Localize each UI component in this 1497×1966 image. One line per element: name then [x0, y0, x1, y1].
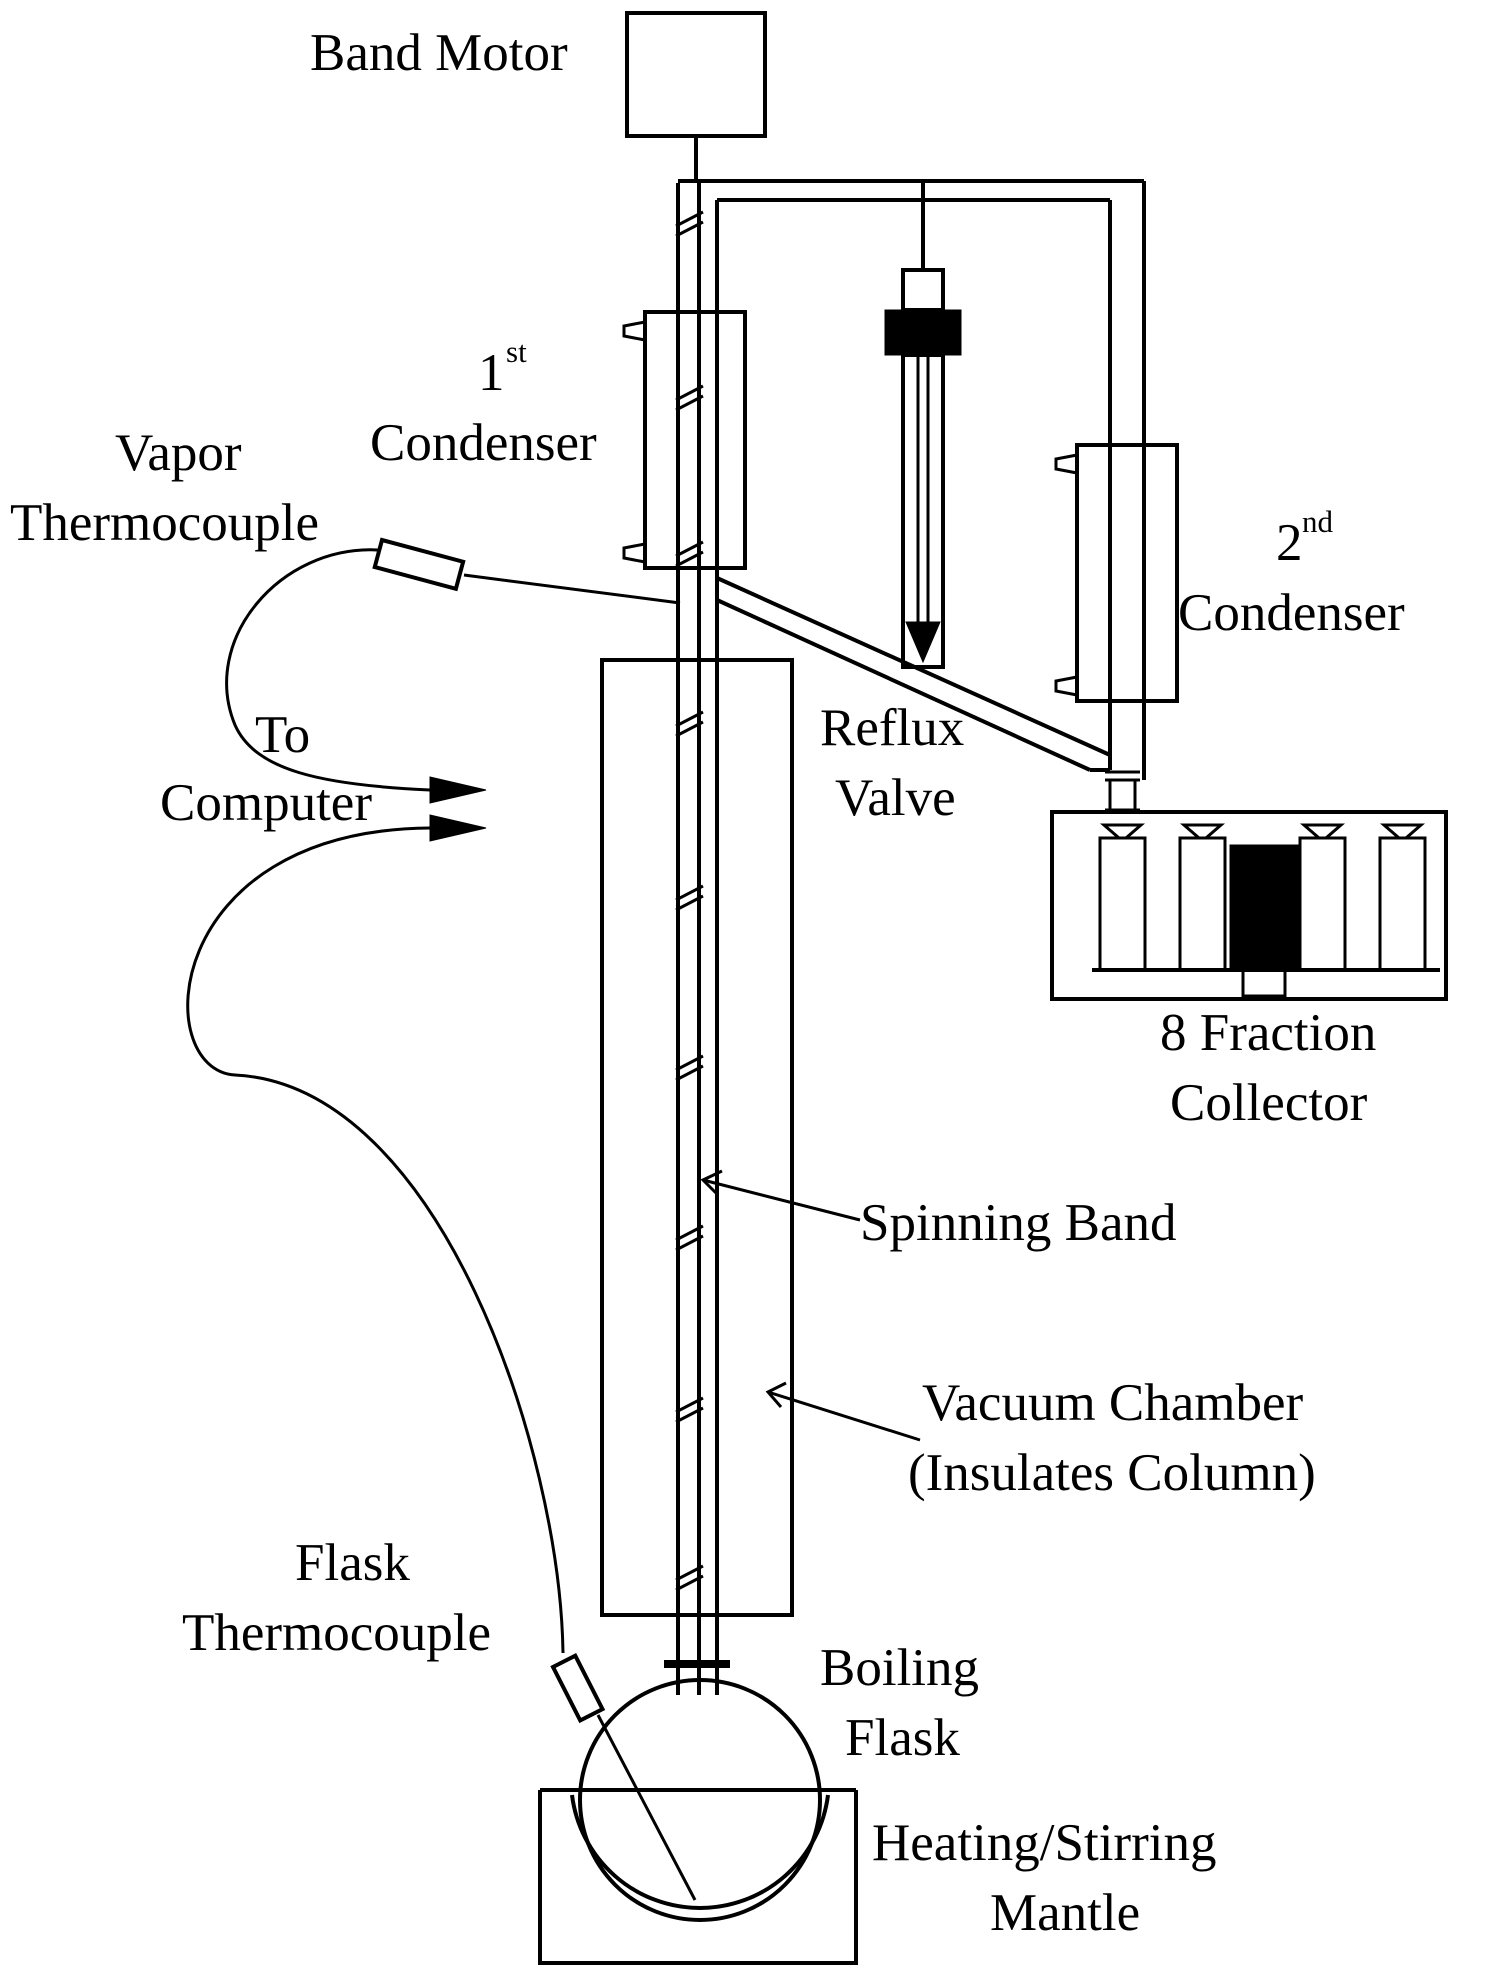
band-motor	[625, 11, 767, 183]
condenser2-superscript: nd	[1302, 504, 1334, 539]
vacuum-chamber-label-2: (Insulates Column)	[908, 1444, 1316, 1502]
condenser1-number: 1	[478, 344, 505, 402]
vacuum-chamber	[600, 658, 794, 1617]
first-condenser	[622, 310, 747, 570]
vacuum-chamber-label-1: Vacuum Chamber	[922, 1374, 1304, 1432]
to-computer-label-1: To	[255, 706, 310, 764]
spinning-band	[675, 210, 704, 1592]
boiling-flask	[578, 1660, 822, 1922]
condenser1-superscript: st	[506, 334, 527, 369]
reflux-valve-label-1: Reflux	[820, 699, 964, 757]
condenser2-label: Condenser	[1178, 584, 1405, 642]
spinning-band-label: Spinning Band	[860, 1194, 1177, 1252]
flask-thermocouple-label-2: Thermocouple	[182, 1604, 491, 1662]
band-motor-label: Band Motor	[310, 24, 568, 82]
second-condenser	[1054, 443, 1179, 703]
heating-mantle-label-2: Mantle	[990, 1884, 1140, 1942]
distillation-column	[676, 179, 1146, 1695]
fraction-collector-label-2: Collector	[1170, 1074, 1368, 1132]
spinning-band-arrow	[700, 1169, 861, 1222]
reflux-valve-label-2: Valve	[835, 769, 956, 827]
fraction-collector-label-1: 8 Fraction	[1160, 1004, 1376, 1062]
heating-mantle-label-1: Heating/Stirring	[872, 1814, 1216, 1872]
condenser1-label: Condenser	[370, 414, 597, 472]
boiling-flask-label-1: Boiling	[820, 1639, 979, 1697]
fraction-collector	[1050, 770, 1448, 1001]
condenser2-number: 2	[1276, 514, 1303, 572]
vapor-thermocouple	[225, 537, 681, 804]
vapor-thermocouple-label-1: Vapor	[115, 424, 242, 482]
side-arm	[716, 576, 1112, 772]
flask-thermocouple	[186, 814, 697, 1901]
to-computer-label-2: Computer	[160, 774, 372, 832]
heating-mantle	[538, 1788, 858, 1965]
flask-thermocouple-label-1: Flask	[295, 1534, 410, 1592]
vapor-thermocouple-label-2: Thermocouple	[10, 494, 319, 552]
reflux-valve	[884, 183, 962, 669]
vacuum-chamber-arrow	[765, 1381, 921, 1442]
boiling-flask-label-2: Flask	[845, 1709, 960, 1767]
